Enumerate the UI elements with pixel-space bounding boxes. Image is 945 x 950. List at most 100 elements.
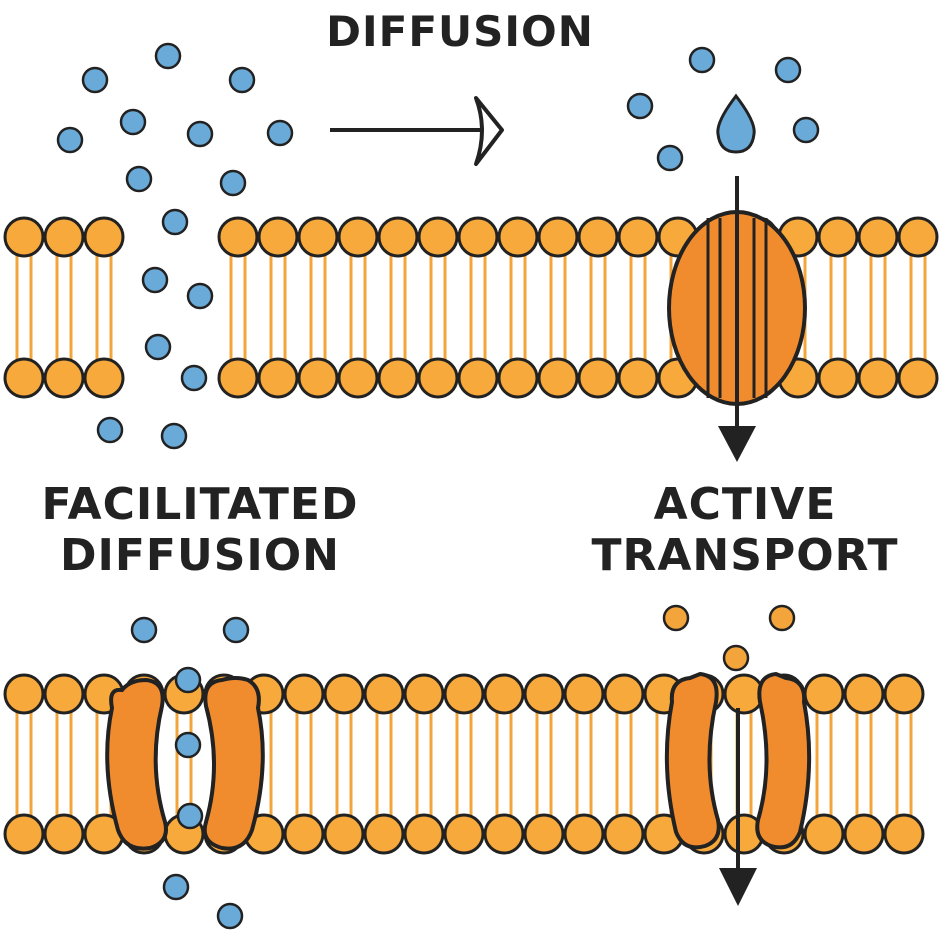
channel-arrow-head [718,426,756,462]
bottom-membrane-lipid-head [323,813,365,855]
facilitated-label-line2: DIFFUSION [59,529,341,581]
bottom-membrane-lipid-head [443,673,485,715]
top-membrane-lipid-head [897,357,939,399]
top-membrane-lipid-head [377,216,419,258]
bottom-membrane-lipid-head [43,673,85,715]
top-membrane-lipid-head [537,216,579,258]
solute-molecule [688,46,716,74]
top-membrane-lipid-head [3,216,45,258]
facilitated-label-line1: FACILITATED [41,479,359,530]
top-membrane-lipid-head [457,216,499,258]
solute-molecule [266,119,294,147]
bottom-membrane-lipid-head [283,673,325,715]
top-membrane-lipid-head [577,216,619,258]
pumped-molecule [722,644,750,672]
top-membrane-lipid-head [297,357,339,399]
bottom-membrane-lipid-head [883,813,925,855]
solute-molecule [161,208,189,236]
bottom-membrane-lipid-head [443,813,485,855]
top-membrane-lipid-head [83,216,125,258]
solute-molecule [186,282,214,310]
top-membrane-lipid-head [377,357,419,399]
solute-molecule [144,333,172,361]
solute-molecule [180,364,208,392]
top-membrane-lipid-head [217,216,259,258]
top-membrane-lipid-head [617,357,659,399]
top-membrane-lipid-head [497,357,539,399]
bottom-membrane-lipid-head [403,673,445,715]
top-membrane-lipid-head [417,216,459,258]
top-membrane-lipid-head [417,357,459,399]
solute-molecule [154,42,182,70]
solute-molecule [162,873,190,901]
diffusion-arrow-head [474,96,504,166]
solute-molecule [774,56,802,84]
pumped-molecule [768,604,796,632]
bottom-membrane-lipid-head [323,673,365,715]
facilitated-diffusion-label: FACILITATED DIFFUSION [20,479,380,581]
top-membrane-lipid-head [257,357,299,399]
solute-molecule [216,902,244,930]
solute-molecule [186,120,214,148]
pump-arrow-head [719,868,757,906]
solute-molecule [119,108,147,136]
solute-molecule [792,116,820,144]
top-membrane-lipid-head [857,216,899,258]
solute-molecule [626,92,654,120]
solute-molecule [176,802,204,830]
carrier-left-half [105,677,168,851]
top-membrane-lipid-head [857,357,899,399]
top-membrane-lipid-head [897,216,939,258]
solute-molecule [219,169,247,197]
bottom-membrane-lipid-head [563,813,605,855]
solute-molecule [228,66,256,94]
solute-molecule [160,422,188,450]
active-label-line1: ACTIVE [653,479,837,530]
bottom-membrane-lipid-head [843,813,885,855]
bottom-membrane-lipid-head [483,813,525,855]
molecules-layer [56,42,820,930]
top-membrane-lipid-head [83,357,125,399]
bottom-membrane-lipid-head [603,673,645,715]
bottom-membrane-lipid-head [3,813,45,855]
bottom-membrane-lipid-head [723,673,765,715]
bottom-membrane-lipid-head [363,673,405,715]
bottom-membrane-lipid-head [843,673,885,715]
solute-molecule [81,66,109,94]
top-membrane-lipid-head [817,216,859,258]
top-membrane-lipid-head [337,357,379,399]
active-label-line2: TRANSPORT [591,529,899,581]
droplet-molecule [716,93,756,154]
active-pump-protein [664,671,812,850]
bottom-membrane-lipid-head [283,813,325,855]
top-membrane-lipid-head [577,357,619,399]
carrier-right-half [202,676,265,851]
arrows-layer [330,96,757,906]
top-membrane-lipid-head [257,216,299,258]
top-membrane-lipid-head [297,216,339,258]
pumped-molecule [662,604,690,632]
bottom-membrane-lipid-head [403,813,445,855]
solute-molecule [130,616,158,644]
bottom-membrane-lipid-head [523,813,565,855]
top-membrane-lipid-head [43,216,85,258]
solute-molecule [141,266,169,294]
top-membrane-lipid-head [337,216,379,258]
bottom-membrane-lipid-head [803,673,845,715]
top-membrane-lipid-head [217,357,259,399]
facilitated-carrier-protein [105,676,265,851]
top-membrane-lipid-head [537,357,579,399]
bottom-membrane-lipid-head [603,813,645,855]
bottom-membrane-lipid-head [563,673,605,715]
solute-molecule [656,144,684,172]
pump-right-half [755,671,812,850]
diffusion-label: DIFFUSION [300,7,620,56]
solute-molecule [174,666,202,694]
bottom-membrane-lipid-head [523,673,565,715]
bottom-membrane-lipid-head [43,813,85,855]
bottom-membrane-lipid-head [803,813,845,855]
pump-left-half [664,671,721,850]
active-transport-label: ACTIVE TRANSPORT [580,479,910,581]
